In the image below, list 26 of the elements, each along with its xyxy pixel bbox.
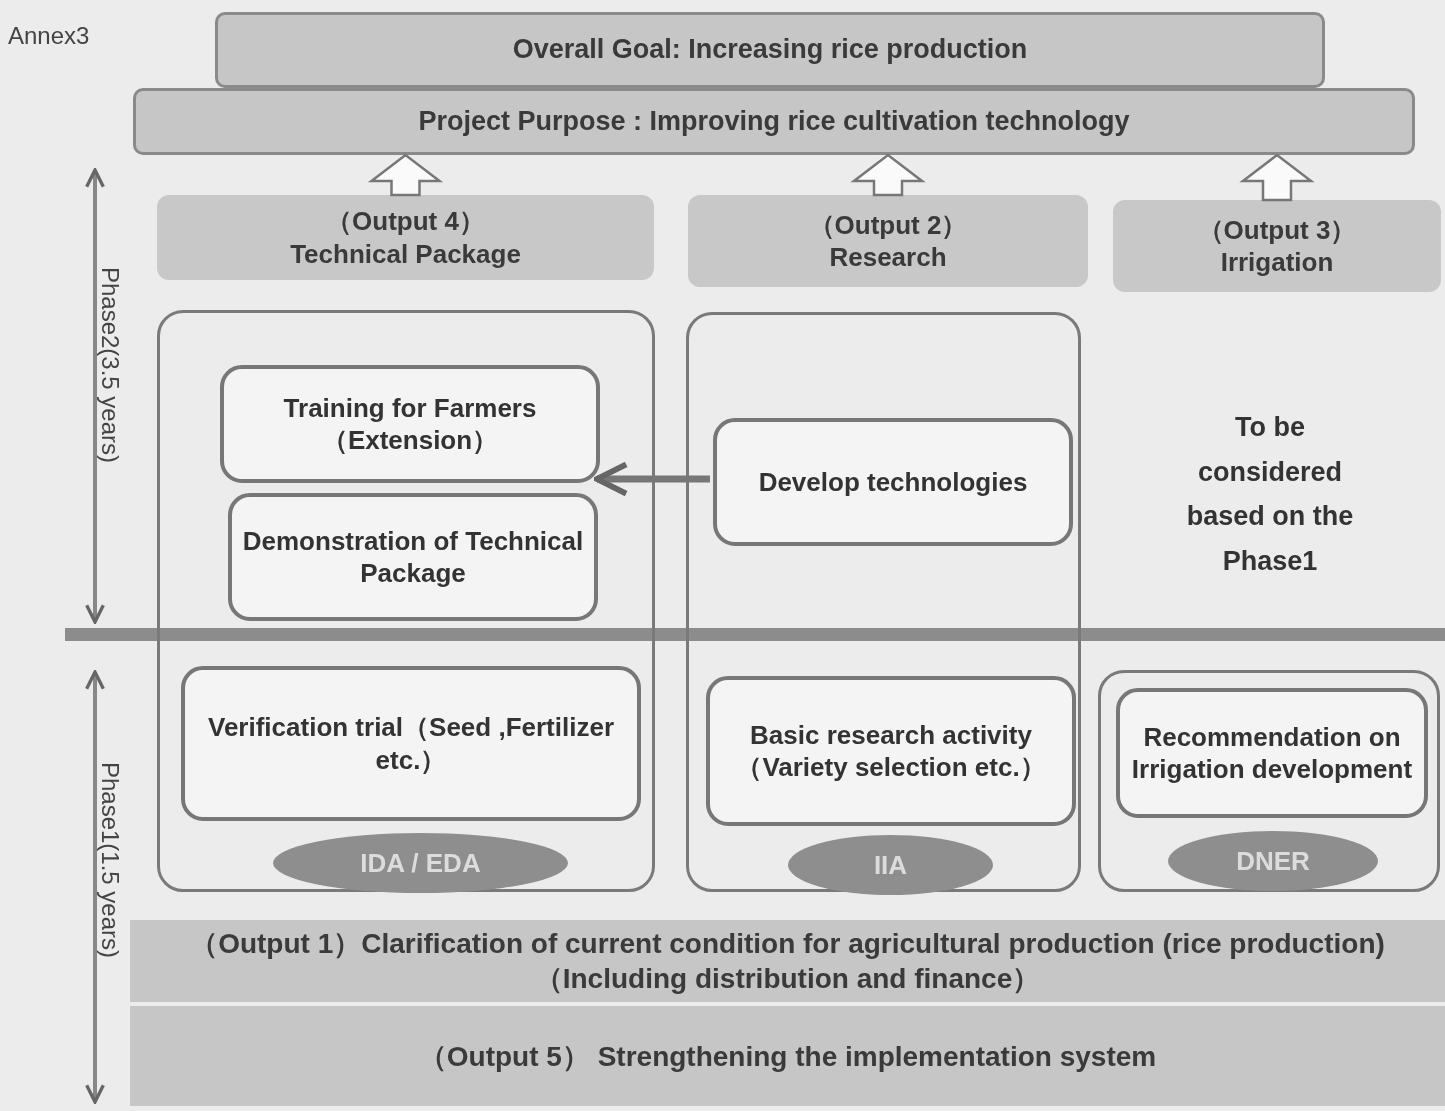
block-arrow [1239,153,1315,202]
purpose-box: Project Purpose : Improving rice cultivation technology [133,88,1415,155]
activity-box: Training for Farmers（Extension） [220,365,600,483]
activity-box: Recommendation on Irrigation development [1116,688,1428,818]
group-frame [1098,670,1440,892]
note-text: Annex3 [8,22,91,50]
activity-box: Develop technologies [713,418,1073,546]
agency-ellipse: IDA / EDA [273,833,568,893]
agency-ellipse: IIA [788,835,993,895]
output-band: （Output 1）Clarification of current condition for agricultural production (rice production)（Including distribution and finance） [130,920,1445,1002]
activity-box: Basic research activity（Variety selection etc.） [706,676,1076,826]
phase-label: Phase1(1.5 years) [96,761,124,959]
agency-ellipse: DNER [1168,831,1378,891]
goal-box: Overall Goal: Increasing rice production [215,12,1325,88]
output-box: （Output 3） Irrigation [1113,200,1441,292]
output-box: （Output 2） Research [688,195,1088,287]
block-arrow [850,153,926,197]
block-arrow [367,153,444,197]
activity-box: Verification trial（Seed ,Fertilizer etc.） [181,666,641,821]
group-frame [686,312,1081,892]
activity-box: Demonstration of Technical Package [228,493,598,621]
group-frame [157,310,655,892]
phase-label: Phase2(3.5 years) [96,266,124,464]
output-box: （Output 4） Technical Package [157,195,654,280]
output-band: （Output 5） Strengthening the implementation system [130,1006,1445,1106]
note-text: To be considered based on the Phase1 [1185,411,1355,578]
